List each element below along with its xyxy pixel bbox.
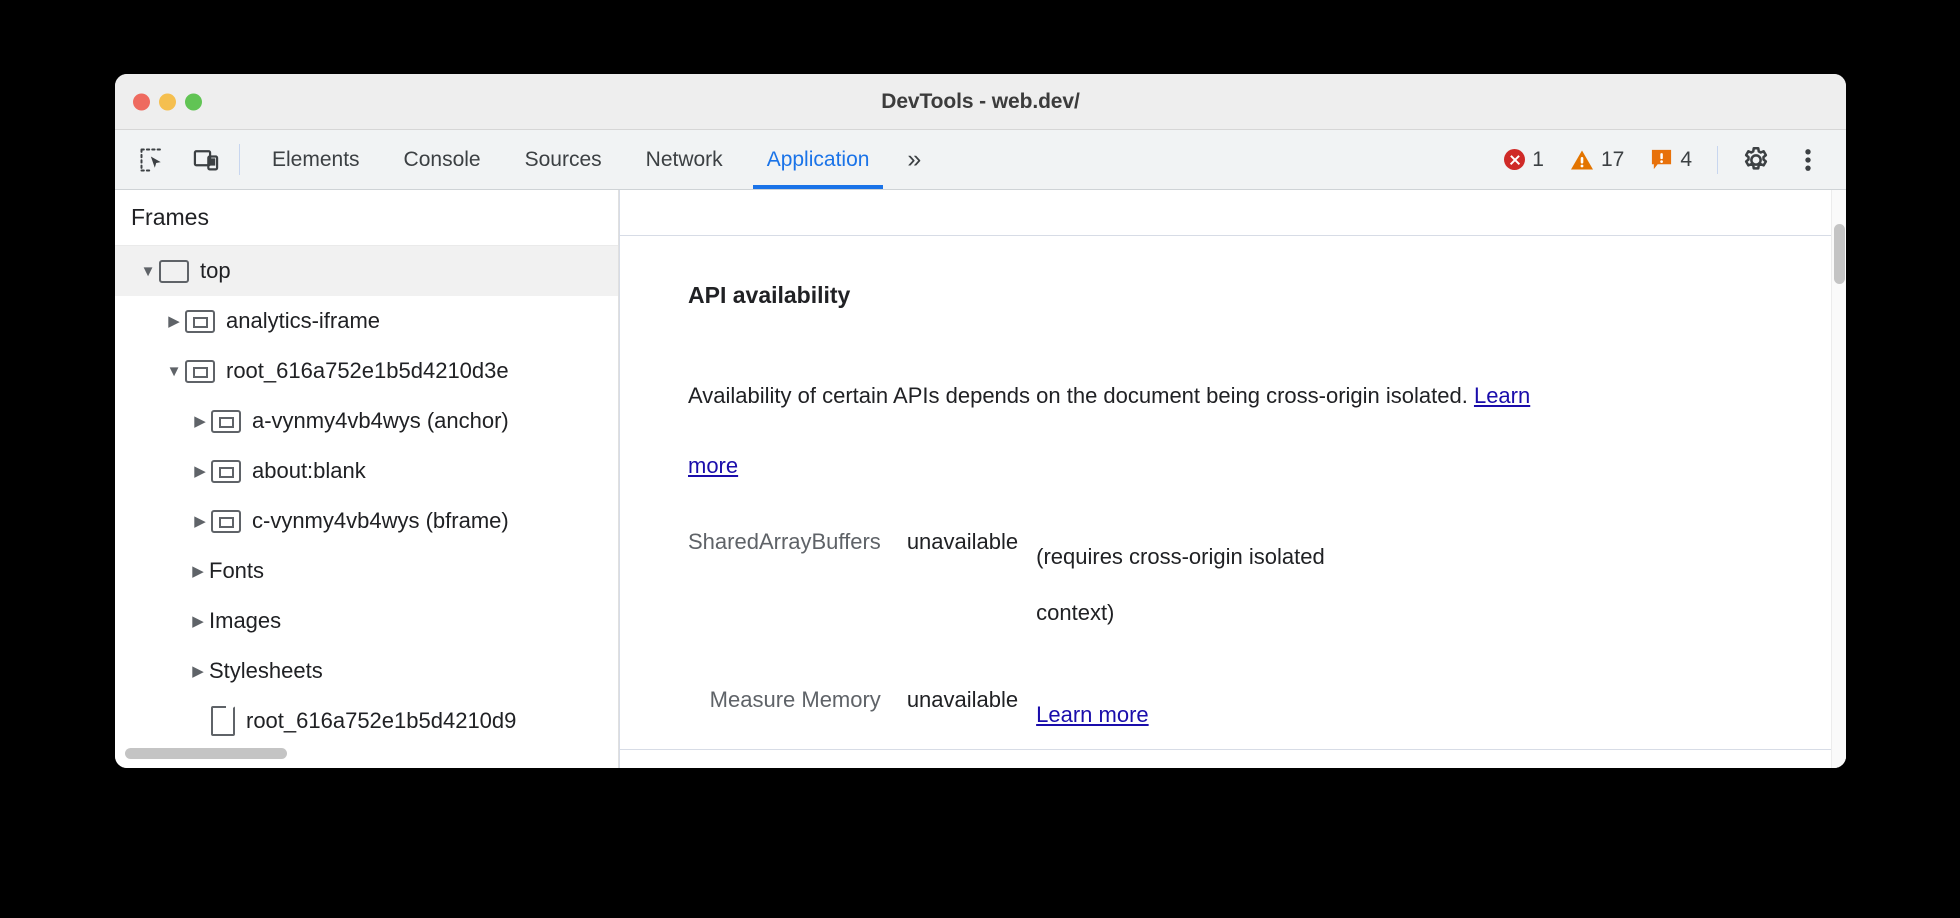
intro-learn-more-link[interactable]: Learn more — [688, 383, 1531, 478]
issue-counter[interactable]: 4 — [1639, 148, 1703, 172]
panel-bottom-divider — [620, 749, 1846, 750]
frame-icon — [159, 259, 189, 283]
tree-item-label: root_616a752e1b5d4210d3e — [226, 358, 509, 383]
device-toolbar-icon[interactable] — [179, 130, 233, 189]
traffic-light-buttons — [133, 93, 202, 110]
api-status: unavailable — [906, 529, 1019, 554]
tree-item-label: c-vynmy4vb4wys (bframe) — [252, 508, 509, 533]
tree-item-about-blank[interactable]: ▶ about:blank — [115, 446, 618, 496]
toolbar-divider — [239, 144, 240, 175]
chevron-right-icon[interactable]: ▶ — [194, 513, 206, 530]
api-note: (requires cross-origin isolated context) — [1036, 544, 1325, 625]
warning-icon — [1570, 149, 1594, 171]
tab-sources[interactable]: Sources — [524, 147, 602, 171]
tab-network[interactable]: Network — [645, 147, 723, 171]
chevron-down-icon[interactable]: ▼ — [140, 262, 156, 280]
error-counter[interactable]: 1 — [1493, 148, 1555, 172]
sidebar-title: Frames — [115, 190, 618, 246]
chevron-right-icon[interactable]: ▶ — [168, 313, 180, 330]
api-availability-table: SharedArrayBuffers unavailable (requires… — [688, 529, 1356, 768]
panel-top-strip — [619, 190, 1846, 236]
page-title: API availability — [688, 282, 851, 308]
scrollbar-thumb[interactable] — [125, 748, 287, 759]
close-window-button[interactable] — [133, 93, 150, 110]
tree-item-fonts[interactable]: ▶ Fonts — [115, 546, 618, 596]
chevron-right-icon[interactable]: ▶ — [192, 613, 204, 630]
tree-item-bframe[interactable]: ▶ c-vynmy4vb4wys (bframe) — [115, 496, 618, 546]
tree-item-images[interactable]: ▶ Images — [115, 596, 618, 646]
window-title: DevTools - web.dev/ — [881, 89, 1080, 113]
minimize-window-button[interactable] — [159, 93, 176, 110]
intro-text: Availability of certain APIs depends on … — [688, 383, 1474, 408]
subframe-icon — [211, 409, 241, 433]
kebab-menu-icon[interactable] — [1784, 136, 1832, 184]
intro-paragraph: Availability of certain APIs depends on … — [688, 361, 1568, 501]
maximize-window-button[interactable] — [185, 93, 202, 110]
issue-icon — [1650, 148, 1673, 171]
devtools-body: Frames ▼ top ▶ analytics-iframe ▼ root_6… — [115, 190, 1846, 768]
api-status: unavailable — [906, 687, 1019, 712]
document-icon — [211, 705, 236, 736]
window-vertical-scrollbar[interactable] — [1831, 190, 1846, 768]
tree-item-label: Fonts — [209, 558, 265, 583]
application-main-panel: API availability Availability of certain… — [619, 190, 1846, 768]
frames-tree: ▼ top ▶ analytics-iframe ▼ root_616a752e… — [115, 246, 618, 768]
warning-count: 17 — [1600, 147, 1625, 171]
chevron-down-icon[interactable]: ▼ — [166, 362, 182, 380]
tree-item-label: root_616a752e1b5d4210d9 — [246, 708, 517, 733]
tree-item-anchor-frame[interactable]: ▶ a-vynmy4vb4wys (anchor) — [115, 396, 618, 446]
more-tabs-icon[interactable]: » — [907, 145, 922, 173]
error-count: 1 — [1532, 147, 1544, 171]
tree-item-analytics-iframe[interactable]: ▶ analytics-iframe — [115, 296, 618, 346]
chevron-right-icon[interactable]: ▶ — [194, 413, 206, 430]
frames-sidebar: Frames ▼ top ▶ analytics-iframe ▼ root_6… — [115, 190, 619, 768]
security-isolation-content: API availability Availability of certain… — [620, 236, 1846, 768]
gear-icon[interactable] — [1732, 136, 1780, 184]
issue-count: 4 — [1680, 147, 1692, 171]
tree-item-label: top — [200, 258, 231, 283]
window-titlebar: DevTools - web.dev/ — [115, 74, 1846, 130]
error-icon — [1504, 149, 1526, 170]
inspect-element-icon[interactable] — [125, 130, 179, 189]
warning-counter[interactable]: 17 — [1559, 148, 1635, 172]
tab-console[interactable]: Console — [403, 147, 481, 171]
tree-item-stylesheet-file[interactable]: root_616a752e1b5d4210d9 — [115, 696, 618, 746]
tree-item-label: a-vynmy4vb4wys (anchor) — [252, 408, 509, 433]
sidebar-horizontal-scrollbar[interactable] — [125, 748, 605, 759]
tree-item-label: analytics-iframe — [226, 308, 381, 333]
api-note: Learn more — [1036, 687, 1356, 768]
chevron-right-icon[interactable]: ▶ — [192, 563, 204, 580]
measure-memory-learn-more-link[interactable]: Learn more — [1036, 702, 1149, 727]
status-counters: 1 17 — [1493, 130, 1846, 189]
chevron-right-icon[interactable]: ▶ — [192, 663, 204, 680]
subframe-icon — [185, 359, 215, 383]
api-name: SharedArrayBuffers — [688, 529, 881, 554]
tab-elements[interactable]: Elements — [272, 147, 360, 171]
subframe-icon — [185, 309, 215, 333]
tree-item-root-frame[interactable]: ▼ root_616a752e1b5d4210d3e — [115, 346, 618, 396]
panel-scroll-area: API availability Availability of certain… — [619, 236, 1846, 768]
api-name: Measure Memory — [709, 687, 881, 712]
tab-application[interactable]: Application — [745, 130, 892, 189]
scrollbar-thumb[interactable] — [1834, 224, 1845, 284]
toolbar-divider-right — [1717, 145, 1718, 174]
devtools-toolbar: Elements Console Sources Network Applica… — [115, 130, 1846, 190]
table-row: Measure Memory unavailable Learn more — [688, 687, 1356, 768]
subframe-icon — [211, 459, 241, 483]
chevron-right-icon[interactable]: ▶ — [194, 463, 206, 480]
tree-item-label: about:blank — [252, 458, 366, 483]
subframe-icon — [211, 509, 241, 533]
tree-item-label: Stylesheets — [209, 658, 323, 683]
table-row: SharedArrayBuffers unavailable (requires… — [688, 529, 1356, 687]
tree-item-top[interactable]: ▼ top — [115, 246, 618, 296]
tree-item-stylesheets[interactable]: ▶ Stylesheets — [115, 646, 618, 696]
devtools-window: DevTools - web.dev/ Elements Console Sou… — [115, 74, 1846, 768]
tree-item-label: Images — [209, 608, 282, 633]
